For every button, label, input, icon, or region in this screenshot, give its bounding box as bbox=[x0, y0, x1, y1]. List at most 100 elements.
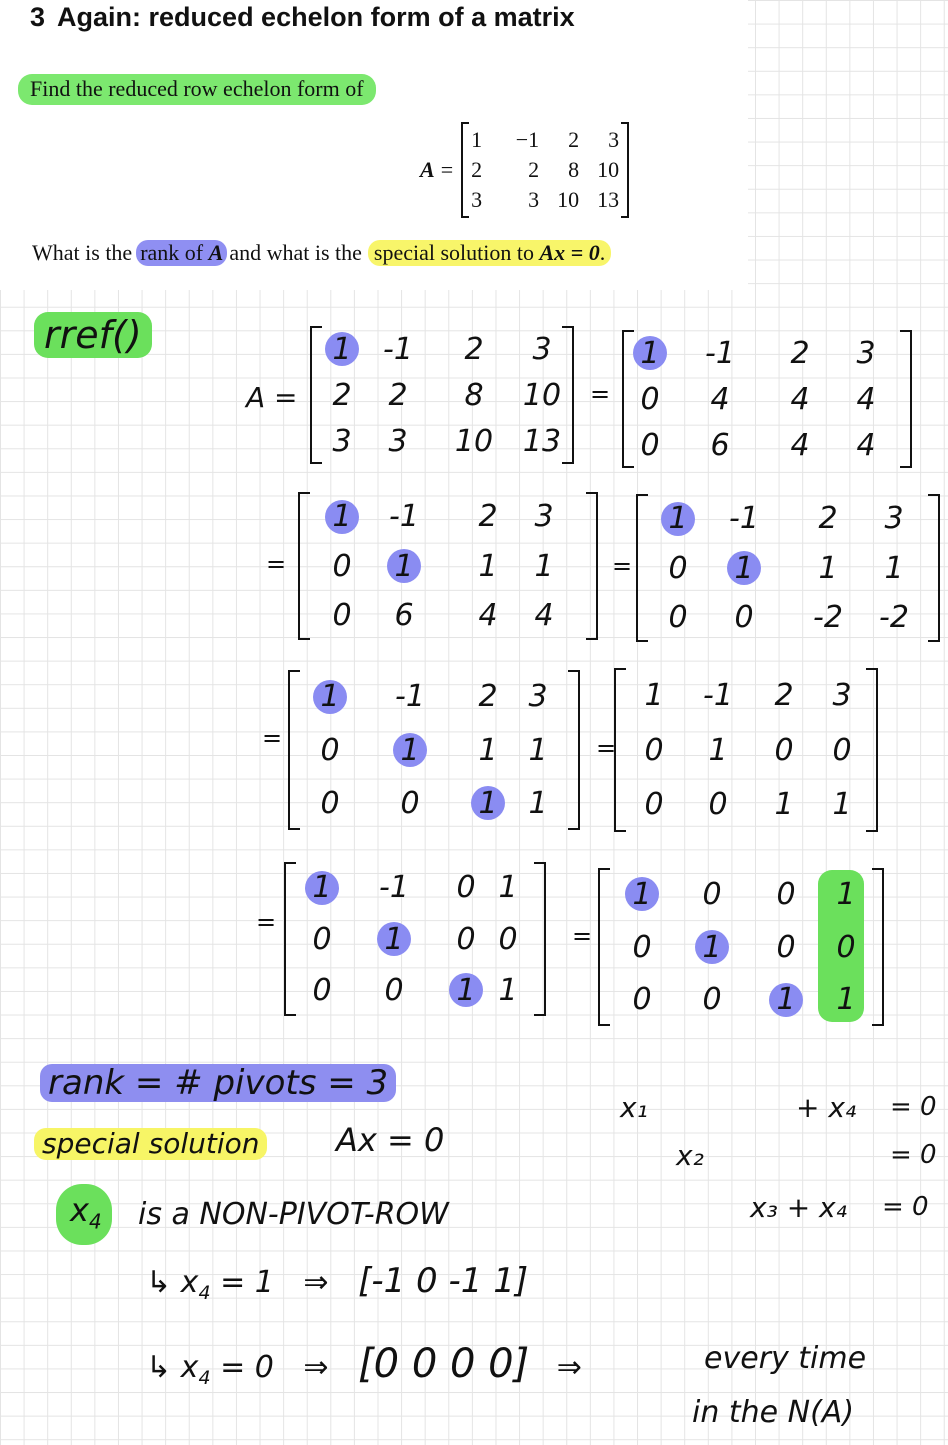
matrix-entry: 10 bbox=[454, 423, 494, 459]
question: What is the rank of A and what is the sp… bbox=[32, 240, 612, 266]
matrix-entry: 0 bbox=[644, 787, 664, 823]
pivot-entry: 1 bbox=[463, 783, 513, 823]
right-bracket bbox=[621, 122, 630, 218]
case-1-implies: ⇒ bbox=[303, 1265, 329, 1300]
pivot-entry: 1 bbox=[379, 546, 429, 586]
matrix-entry: 3 bbox=[532, 331, 552, 367]
case-1-subscript: 4 bbox=[198, 1282, 211, 1304]
matrix-entry: 6 bbox=[710, 427, 730, 463]
matrix-entry: 0 bbox=[632, 982, 652, 1018]
case-1-value: = 1 bbox=[220, 1265, 274, 1300]
question-end: . bbox=[599, 240, 606, 265]
matrix-entry: 3 bbox=[332, 423, 352, 459]
matrix-entry: 13 bbox=[597, 187, 620, 212]
matrix-entry: -1 bbox=[383, 331, 413, 367]
pivot-entry: 1 bbox=[297, 868, 347, 908]
matrix-entry: 2 bbox=[790, 335, 810, 371]
ax-equals-zero: Ax = 0 bbox=[336, 1121, 445, 1159]
matrix-entry: -1 bbox=[729, 501, 759, 537]
x4-badge: x4 bbox=[56, 1184, 112, 1246]
matrix-entry: 1 bbox=[528, 732, 548, 768]
rank-line: rank = # pivots = 3 bbox=[40, 1064, 397, 1102]
matrix-entry: 0 bbox=[776, 929, 796, 965]
matrix-entry: 3 bbox=[884, 501, 904, 537]
matrix-equals: = bbox=[440, 157, 454, 182]
matrix-entry: 0 bbox=[668, 550, 688, 586]
matrix-entry: 2 bbox=[471, 157, 483, 182]
non-pivot-text: is a NON-PIVOT-ROW bbox=[138, 1197, 449, 1232]
matrix-entry: 0 bbox=[640, 427, 660, 463]
matrix-entry: 0 bbox=[632, 929, 652, 965]
matrix-entry: 1 bbox=[644, 677, 664, 713]
matrix-entry: 0 bbox=[640, 381, 660, 417]
matrix-entry: 0 bbox=[312, 972, 332, 1008]
system-row-3-left: x₃ + x₄ bbox=[750, 1191, 847, 1224]
left-bracket bbox=[622, 330, 634, 468]
matrix-entry: 10 bbox=[557, 187, 580, 212]
matrix-entry: −1 bbox=[515, 127, 540, 152]
matrix-entry: 3 bbox=[471, 187, 483, 212]
x4-subscript: 4 bbox=[88, 1209, 102, 1234]
matrix-entry: 4 bbox=[790, 427, 810, 463]
left-bracket bbox=[288, 670, 300, 830]
matrix-entry: 0 bbox=[332, 597, 352, 633]
matrix-entry: -1 bbox=[389, 499, 419, 535]
matrix-entry: 0 bbox=[498, 921, 518, 957]
matrix-entry: 4 bbox=[856, 381, 876, 417]
matrix-entry: 0 bbox=[320, 785, 340, 821]
section-number: 3 bbox=[30, 2, 46, 32]
case-2-arrow: ↳ x bbox=[146, 1350, 199, 1385]
matrix-entry: -1 bbox=[395, 679, 425, 715]
matrix-entry: -1 bbox=[703, 677, 733, 713]
right-bracket bbox=[534, 862, 546, 1016]
in-null-space-text: in the N(A) bbox=[692, 1395, 855, 1430]
row-equivalence-sign: = bbox=[256, 908, 277, 936]
system-row-1-mid: + x₄ bbox=[796, 1091, 857, 1124]
matrix-entry: 1 bbox=[832, 787, 852, 823]
pivot-entry: 1 bbox=[305, 677, 355, 717]
right-bracket bbox=[586, 492, 598, 640]
pivot-entry: 1 bbox=[761, 980, 811, 1020]
matrix-name: A bbox=[420, 157, 435, 182]
matrix-entry: 4 bbox=[534, 597, 554, 633]
row-equivalence-sign: = bbox=[572, 922, 593, 950]
matrix-entry: 2 bbox=[478, 679, 498, 715]
rank-variable: A bbox=[208, 240, 224, 265]
matrix-entry: 0 bbox=[400, 785, 420, 821]
case-2-subscript: 4 bbox=[198, 1367, 211, 1389]
matrix-entry: 4 bbox=[478, 597, 498, 633]
left-bracket bbox=[461, 122, 470, 218]
pivot-entry: 1 bbox=[317, 497, 367, 537]
prompt-highlight: Find the reduced row echelon form of bbox=[18, 74, 376, 105]
matrix-entry: 0 bbox=[332, 548, 352, 584]
right-bracket bbox=[568, 670, 580, 830]
matrix-entry: 4 bbox=[790, 381, 810, 417]
matrix-entry: 10 bbox=[597, 157, 620, 182]
row-equivalence-sign: = bbox=[262, 724, 283, 752]
matrix-entry: 2 bbox=[332, 377, 352, 413]
left-bracket bbox=[598, 868, 610, 1026]
system-row-1-right: = 0 bbox=[890, 1092, 937, 1122]
right-bracket bbox=[900, 330, 912, 468]
system-row-3-right: = 0 bbox=[882, 1192, 929, 1222]
matrix-entry: 3 bbox=[528, 187, 540, 212]
every-time-text: every time bbox=[704, 1341, 867, 1376]
left-bracket bbox=[636, 494, 648, 642]
left-bracket bbox=[298, 492, 310, 640]
matrix-entry: 1 bbox=[708, 732, 728, 768]
matrix-entry: 0 bbox=[836, 929, 856, 965]
matrix-entry: -1 bbox=[705, 335, 735, 371]
question-text-2: and what is the bbox=[229, 240, 362, 265]
matrix-entry: 3 bbox=[534, 499, 554, 535]
pivot-entry: 1 bbox=[687, 927, 737, 967]
matrix-entry: 2 bbox=[464, 331, 484, 367]
matrix-entry: 3 bbox=[832, 677, 852, 713]
matrix-entry: 3 bbox=[528, 679, 548, 715]
matrix-entry: 1 bbox=[836, 876, 856, 912]
